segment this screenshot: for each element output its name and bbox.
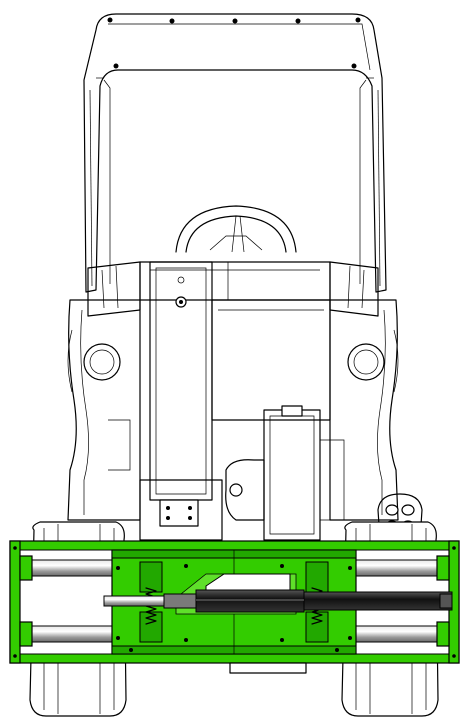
steering-wheel [175, 205, 297, 253]
bottom-plate [229, 662, 307, 674]
tractor-body [67, 261, 423, 541]
mounting-bolts [116, 564, 352, 652]
green-attachment [9, 540, 460, 664]
hydraulic-cylinder [103, 589, 453, 613]
roll-bar [83, 13, 387, 293]
